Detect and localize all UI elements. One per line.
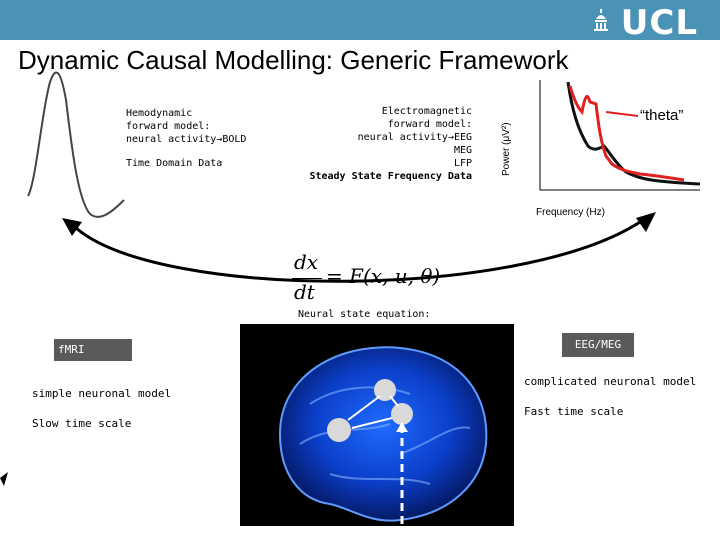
fmri-badge: fMRI — [54, 339, 132, 361]
equation-numerator: dx — [294, 250, 318, 274]
equation-caption: Neural state equation: — [298, 308, 430, 321]
equation-rhs: = F(x, u, θ) — [326, 264, 440, 288]
brain-network-icon — [240, 324, 514, 526]
eeg-timescale-label: Fast time scale — [524, 405, 623, 419]
fmri-model-label: simple neuronal model — [32, 387, 171, 401]
brain-image — [240, 324, 514, 526]
fmri-timescale-label: Slow time scale — [32, 417, 131, 431]
equation-denominator: dt — [294, 280, 315, 304]
eeg-badge: EEG/MEG — [562, 333, 634, 357]
equation: dx dt = F(x, u, θ) — [290, 250, 450, 306]
eeg-model-label: complicated neuronal model — [524, 375, 696, 389]
equation-bar — [292, 278, 322, 279]
